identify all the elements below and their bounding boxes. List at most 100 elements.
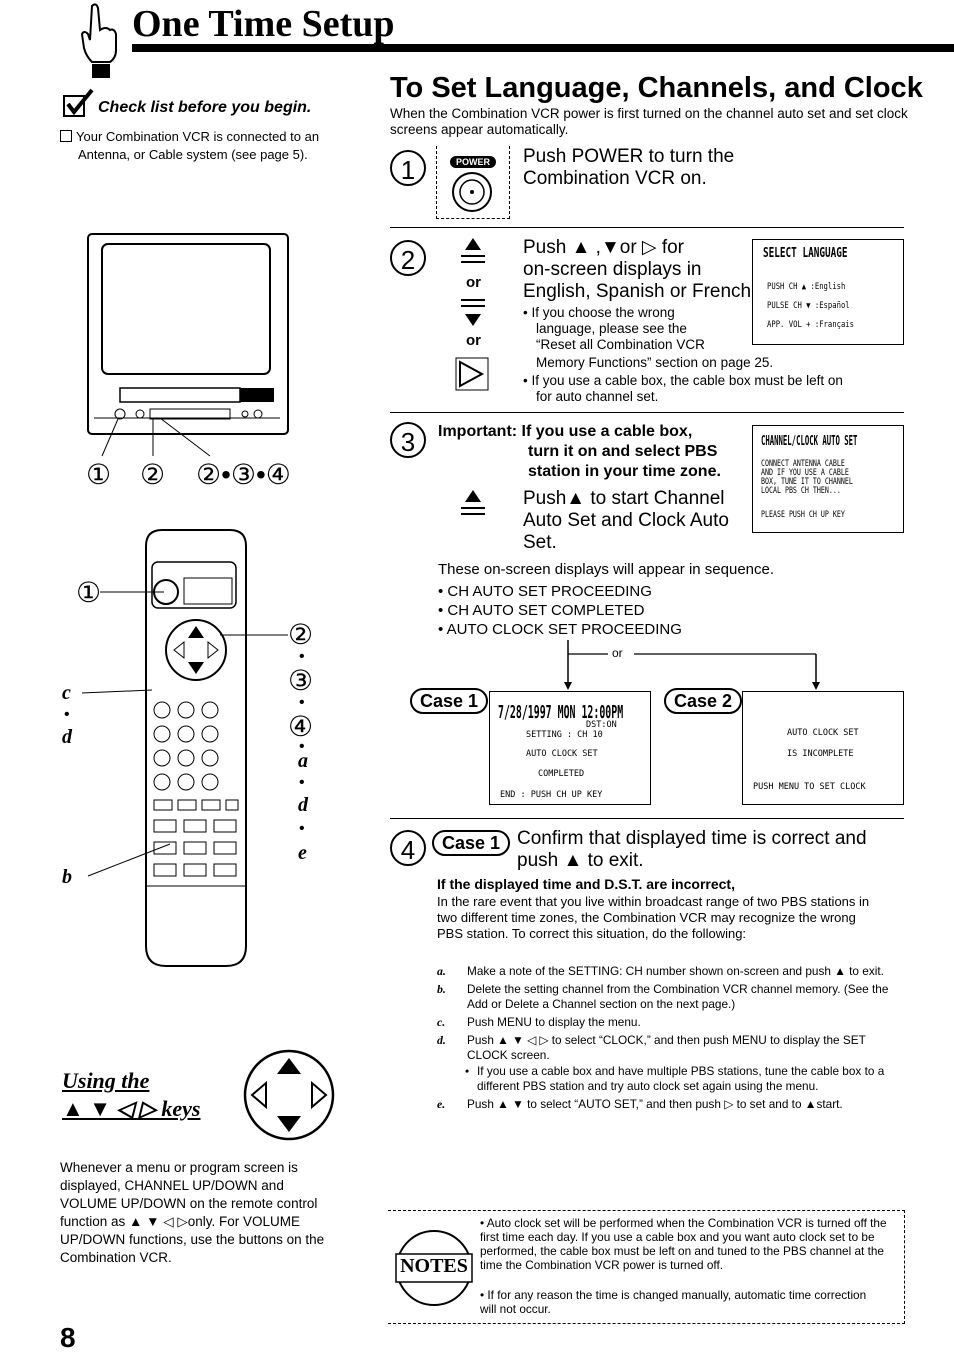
step-2-bullet1-l3: “Reset all Combination VCR	[536, 337, 705, 352]
vol-up-button-icon[interactable]	[452, 354, 492, 394]
screen-line: AUTO CLOCK SET	[526, 749, 598, 759]
step-3-important-l2: turn it on and select PBS	[528, 443, 718, 460]
remote-dot: •	[299, 774, 305, 791]
list-letter: a.	[437, 964, 446, 978]
sequence-list: • CH AUTO SET PROCEEDING • CH AUTO SET C…	[438, 582, 682, 639]
checkmark-box-icon	[63, 88, 94, 117]
tv-vcr-illustration	[87, 233, 289, 457]
notes-bullet-1: • Auto clock set will be performed when …	[480, 1216, 887, 1272]
notes-circle-icon	[395, 1230, 473, 1306]
remote-label-a: a	[298, 750, 308, 772]
list-text: Push ▲ ▼ to select “AUTO SET,” and then …	[467, 1097, 843, 1111]
case-2-badge: Case 2	[664, 688, 743, 714]
step-3-push-l2: Auto Set and Clock Auto	[523, 510, 729, 531]
keys-title-line1: Using the	[62, 1068, 150, 1093]
ch-up-button-icon[interactable]	[455, 486, 491, 526]
sequence-item: • CH AUTO SET PROCEEDING	[438, 583, 652, 600]
list-item: d. Push ▲ ▼ ◁ ▷ to select “CLOCK,” and th…	[437, 1033, 902, 1063]
list-item: e. Push ▲ ▼ to select “AUTO SET,” and the…	[437, 1097, 902, 1112]
remote-dot: •	[299, 648, 305, 665]
remote-label-1: ①	[76, 577, 102, 608]
case-1-screen: 7/28/1997 MON 12:00PM DST:ON SETTING : C…	[489, 691, 651, 805]
select-language-screen: SELECT LANGUAGE PUSH CH ▲ :English PULSE…	[752, 239, 904, 345]
screen-title: SELECT LANGUAGE	[763, 246, 848, 261]
step-2-line1: Push ▲ ,▼or ▷ for	[523, 237, 684, 258]
screen-line: BOX, TUNE IT TO CHANNEL	[761, 477, 853, 487]
list-text: Make a note of the SETTING: CH number sh…	[467, 964, 884, 978]
step-3-push-l3: Set.	[523, 532, 557, 553]
step-4-line1: Confirm that displayed time is correct a…	[517, 828, 867, 849]
screen-line: APP. VOL + :Français	[767, 320, 855, 330]
page-number: 8	[60, 1322, 76, 1353]
sequence-intro: These on-screen displays will appear in …	[438, 561, 775, 578]
step-1-line2: Combination VCR on.	[523, 168, 707, 189]
list-text: If you use a cable box and have multiple…	[477, 1064, 885, 1093]
screen-line: PLEASE PUSH CH UP KEY	[761, 510, 845, 520]
power-button-box	[436, 146, 510, 219]
step-3-number: 3	[390, 422, 426, 458]
remote-label-d-right: d	[298, 794, 308, 816]
screen-line: AND IF YOU USE A CABLE	[761, 468, 849, 478]
remote-label-4: ④	[288, 711, 314, 742]
ch-up-button-icon[interactable]	[455, 234, 491, 274]
list-letter: •	[465, 1064, 470, 1078]
checklist-item-text: Your Combination VCR is connected to an …	[76, 129, 320, 162]
screen-line: AUTO CLOCK SET	[787, 728, 859, 738]
power-button-label: POWER	[450, 156, 497, 168]
or-label: or	[466, 332, 481, 349]
case-2-screen: AUTO CLOCK SET IS INCOMPLETE PUSH MENU T…	[742, 691, 904, 805]
keys-title-line2: ▲ ▼ ◁ ▷ keys	[62, 1096, 201, 1121]
step-2-bullet2-l2: for auto channel set.	[536, 389, 659, 404]
step-divider	[390, 227, 904, 228]
remote-label-e: e	[298, 842, 307, 864]
remote-label-d-left: d	[62, 726, 72, 748]
list-text: Delete the setting channel from the Comb…	[467, 982, 889, 1011]
sequence-item: • AUTO CLOCK SET PROCEEDING	[438, 621, 682, 638]
step-2-number: 2	[390, 240, 426, 276]
checkbox-icon	[60, 130, 72, 142]
list-text: Push MENU to display the menu.	[467, 1015, 641, 1029]
power-button-icon[interactable]	[450, 170, 494, 214]
step-2-bullet1-l4: Memory Functions” section on page 25.	[536, 355, 774, 370]
screen-line: DST:ON	[586, 720, 617, 730]
step-2-line2: on-screen displays in	[523, 259, 702, 280]
channel-clock-screen: CHANNEL/CLOCK AUTO SET CONNECT ANTENNA C…	[752, 425, 904, 533]
remote-label-b: b	[62, 866, 72, 888]
list-letter: e.	[437, 1097, 446, 1111]
title-rule	[132, 44, 954, 52]
or-label: or	[612, 646, 623, 660]
list-letter: d.	[437, 1033, 446, 1047]
step-1-line1: Push POWER to turn the	[523, 146, 735, 167]
remote-label-2: ②	[288, 619, 314, 650]
ch-down-button-icon[interactable]	[455, 294, 491, 334]
incorrect-paragraph: In the rare event that you live within b…	[437, 894, 870, 941]
step-1-number: 1	[390, 150, 426, 186]
tv-step-1-mark: ①	[86, 459, 112, 490]
step-2-line3: English, Spanish or French.	[523, 281, 757, 302]
arrow-keys-icon	[243, 1049, 335, 1141]
tv-step-234-mark: ②•③•④	[196, 459, 291, 490]
checklist-item: Your Combination VCR is connected to an …	[60, 128, 353, 164]
checklist-title: Check list before you begin.	[98, 99, 312, 116]
list-letter: c.	[437, 1015, 446, 1029]
list-item: a. Make a note of the SETTING: CH number …	[437, 964, 902, 979]
screen-line: IS INCOMPLETE	[787, 749, 854, 759]
step-4-line2: push ▲ to exit.	[517, 850, 644, 871]
page-title: One Time Setup	[132, 3, 395, 45]
remote-dot: •	[64, 706, 70, 723]
step-2-bullet2-l1: • If you use a cable box, the cable box …	[523, 373, 843, 388]
section-title: To Set Language, Channels, and Clock	[390, 72, 923, 104]
step-3-important-l1: Important: If you use a cable box,	[438, 423, 693, 440]
section-intro: When the Combination VCR power is first …	[390, 106, 908, 137]
remote-control-illustration	[145, 529, 247, 967]
step-4-case-badge: Case 1	[432, 830, 511, 856]
notes-label: NOTES	[400, 1255, 468, 1277]
screen-line: SETTING : CH 10	[526, 730, 603, 740]
screen-line: PULSE CH ▼ :Español	[767, 301, 850, 311]
screen-title: CHANNEL/CLOCK AUTO SET	[761, 434, 858, 449]
step-2-bullet1-l1: • If you choose the wrong	[523, 305, 675, 320]
list-text: Push ▲ ▼ ◁ ▷ to select “CLOCK,” and then…	[467, 1033, 866, 1062]
or-label: or	[466, 274, 481, 291]
tv-step-2-mark: ②	[140, 459, 166, 490]
incorrect-title: If the displayed time and D.S.T. are inc…	[437, 876, 735, 892]
